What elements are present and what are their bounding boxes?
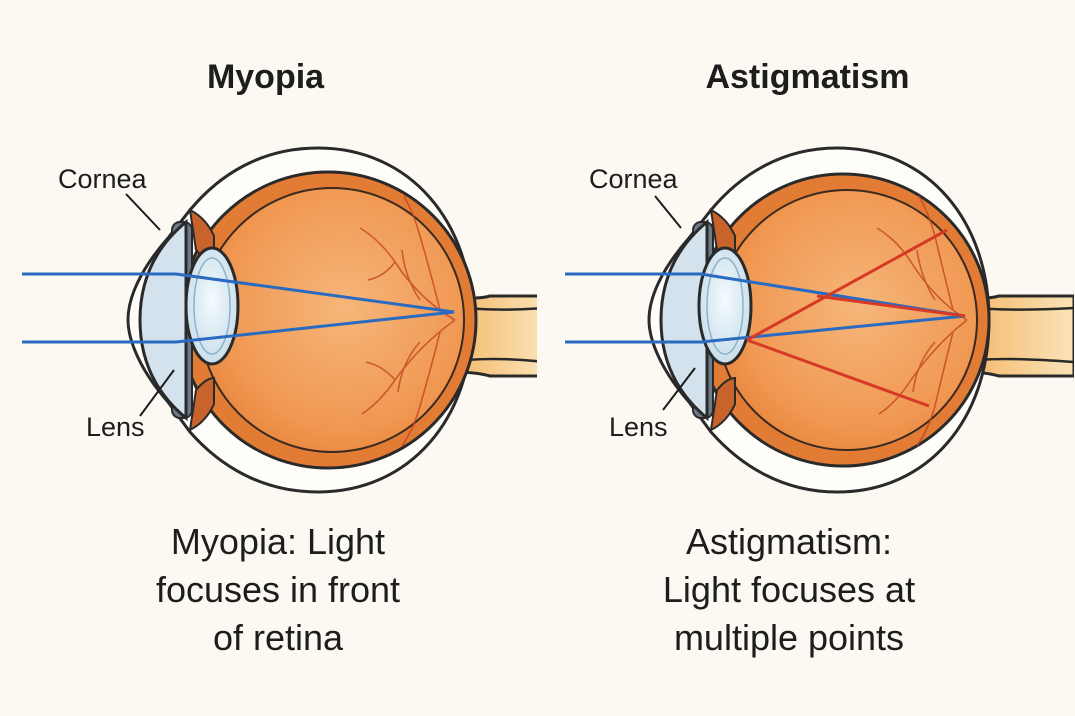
myopia-panel: Myopia xyxy=(0,0,537,716)
iris-lower xyxy=(188,376,215,432)
cornea-label: Cornea xyxy=(58,164,147,194)
vitreous xyxy=(199,187,465,453)
lens-label: Lens xyxy=(609,412,668,442)
caption-rest: Light focuses at multiple points xyxy=(662,569,916,658)
myopia-eye-diagram xyxy=(22,146,537,494)
astigmatism-title: Astigmatism xyxy=(705,58,910,96)
astigmatism-eye-diagram xyxy=(565,146,1074,494)
myopia-title: Myopia xyxy=(206,58,325,96)
astigmatism-caption: Astigmatism: Light focuses at multiple p… xyxy=(629,518,949,662)
iris-lower xyxy=(709,376,736,432)
light-rays-blue xyxy=(565,272,966,344)
light-rays-red xyxy=(746,228,966,408)
lens-label: Lens xyxy=(86,412,145,442)
cornea xyxy=(659,218,709,422)
myopia-caption: Myopia: Light focuses in front of retina xyxy=(118,518,438,662)
astigmatism-panel: Astigmatism xyxy=(537,0,1074,716)
cornea-label: Cornea xyxy=(589,164,678,194)
caption-rest: Light focuses in front of retina xyxy=(155,521,401,658)
cornea xyxy=(138,218,188,422)
caption-lead: Myopia: xyxy=(170,521,297,562)
caption-lead: Astigmatism: xyxy=(685,521,893,562)
retinal-vessels xyxy=(359,195,456,447)
light-rays xyxy=(22,272,455,344)
